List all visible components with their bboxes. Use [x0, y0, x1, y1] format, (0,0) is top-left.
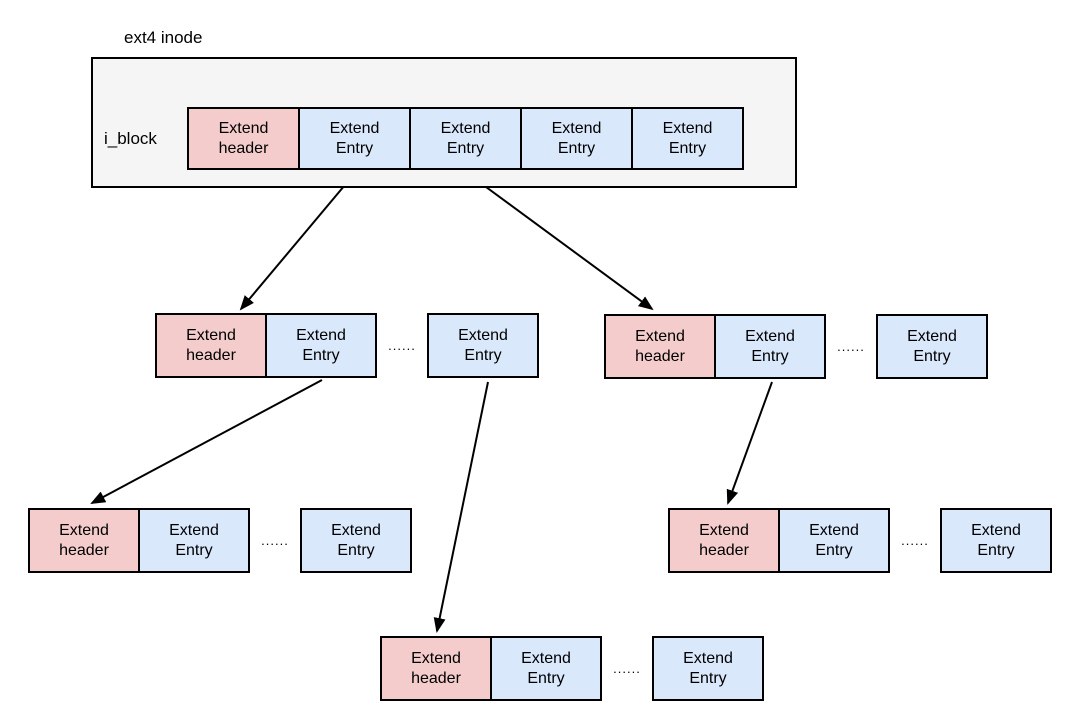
extent-entry-cell: Extend Entry	[520, 107, 633, 170]
ellipsis-dots: ......	[388, 338, 416, 353]
extent-entry-cell: Extend Entry	[490, 636, 602, 701]
extent-entry-label: Extend Entry	[521, 649, 571, 687]
extent-node-level3-bottom: Extend header Extend Entry ...... Extend…	[380, 636, 764, 701]
i-block-label: i_block	[104, 129, 157, 148]
extent-entry-label: Extend Entry	[331, 521, 381, 559]
i-block-cell-row: Extend header Extend Entry Extend Entry …	[187, 107, 744, 170]
arrow-entry2-to-level2-right	[466, 172, 654, 311]
ellipsis-dots: ......	[613, 661, 641, 676]
extent-header-cell: Extend header	[155, 313, 267, 378]
extent-entry-cell: Extend Entry	[427, 313, 539, 378]
ext4-inode-title: ext4 inode	[124, 28, 203, 47]
extent-entry-label: Extend Entry	[458, 326, 508, 364]
ellipsis-dots: ......	[901, 533, 929, 548]
extent-entry-cell: Extend Entry	[778, 508, 890, 573]
extent-node-level3-left: Extend header Extend Entry ...... Extend…	[28, 508, 412, 573]
extent-header-cell: Extend header	[668, 508, 780, 573]
arrow-level2-left-to-level3-left	[90, 379, 323, 504]
extent-entry-cell: Extend Entry	[876, 314, 988, 379]
arrow-entry1-to-level2-left	[239, 172, 356, 311]
extent-entry-label: Extend Entry	[662, 119, 713, 157]
extent-entry-label: Extend Entry	[296, 326, 346, 364]
extent-entry-label: Extend Entry	[971, 521, 1021, 559]
extent-entry-label: Extend Entry	[907, 327, 957, 365]
extent-entry-cell: Extend Entry	[300, 508, 412, 573]
extent-header-label: Extend header	[59, 521, 109, 559]
extent-entry-cell: Extend Entry	[138, 508, 250, 573]
extent-header-label: Extend header	[218, 119, 269, 157]
extent-entry-cell: Extend Entry	[940, 508, 1052, 573]
extent-entry-label: Extend Entry	[551, 119, 602, 157]
extent-node-level3-right: Extend header Extend Entry ...... Extend…	[668, 508, 1052, 573]
extent-entry-cell: Extend Entry	[714, 314, 826, 379]
extent-header-label: Extend header	[186, 326, 236, 364]
extent-node-level2-right: Extend header Extend Entry ...... Extend…	[604, 314, 988, 379]
extent-header-cell: Extend header	[604, 314, 716, 379]
ellipsis-dots: ......	[261, 533, 289, 548]
extent-header-label: Extend header	[411, 649, 461, 687]
extent-entry-label: Extend Entry	[683, 649, 733, 687]
ellipsis-dots: ......	[837, 339, 865, 354]
extent-entry-label: Extend Entry	[745, 327, 795, 365]
extent-entry-cell: Extend Entry	[631, 107, 744, 170]
extent-entry-label: Extend Entry	[809, 521, 859, 559]
extent-header-cell: Extend header	[380, 636, 492, 701]
extent-entry-cell: Extend Entry	[298, 107, 411, 170]
arrow-level2-right-to-level3-right	[726, 381, 773, 505]
extent-header-cell: Extend header	[28, 508, 140, 573]
extent-header-label: Extend header	[635, 327, 685, 365]
extent-entry-label: Extend Entry	[329, 119, 380, 157]
extent-node-level2-left: Extend header Extend Entry ...... Extend…	[155, 313, 539, 378]
extent-header-cell: Extend header	[187, 107, 300, 170]
extent-entry-label: Extend Entry	[440, 119, 491, 157]
extent-header-label: Extend header	[699, 521, 749, 559]
extent-entry-cell: Extend Entry	[409, 107, 522, 170]
extent-entry-cell: Extend Entry	[652, 636, 764, 701]
extent-entry-cell: Extend Entry	[265, 313, 377, 378]
arrow-level2-left-tail-to-bottom	[433, 381, 489, 633]
extent-entry-label: Extend Entry	[169, 521, 219, 559]
